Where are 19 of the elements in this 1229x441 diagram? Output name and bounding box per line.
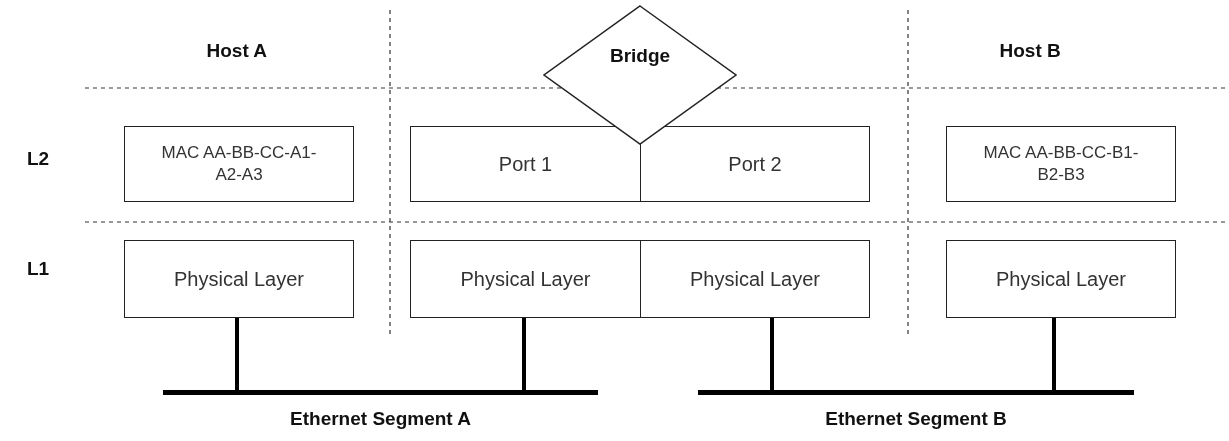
connector-line bbox=[235, 318, 239, 390]
layer-label: L2 bbox=[27, 148, 50, 170]
layer-box: Physical Layer bbox=[946, 240, 1176, 318]
connector-line bbox=[522, 318, 526, 390]
layer-box: Physical Layer bbox=[124, 240, 354, 318]
port-box: Port 1 bbox=[410, 126, 641, 202]
column-heading: Host B bbox=[999, 40, 1061, 62]
connector-line bbox=[770, 318, 774, 390]
layer-label: L1 bbox=[27, 258, 50, 280]
port-box: Port 2 bbox=[640, 126, 870, 202]
mac-address-box: MAC AA-BB-CC-B1-B2-B3 bbox=[946, 126, 1176, 202]
segment-label: Ethernet Segment B bbox=[824, 408, 1008, 430]
layer-box: Physical Layer bbox=[410, 240, 641, 318]
mac-address-box: MAC AA-BB-CC-A1-A2-A3 bbox=[124, 126, 354, 202]
connector-line bbox=[1052, 318, 1056, 390]
column-heading: Host A bbox=[206, 40, 268, 62]
bridge-label: Bridge bbox=[608, 45, 672, 67]
segment-label: Ethernet Segment A bbox=[289, 408, 472, 430]
layer-box: Physical Layer bbox=[640, 240, 870, 318]
